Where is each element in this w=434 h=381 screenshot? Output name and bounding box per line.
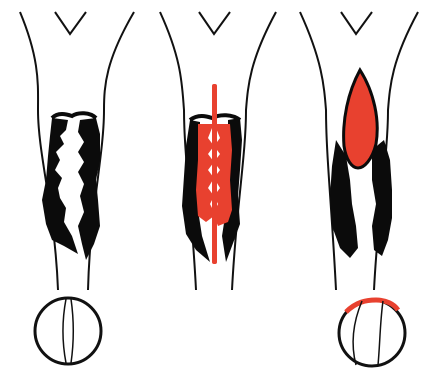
excision-ellipse [344,70,378,168]
v-notch-middle [199,12,230,34]
dark-tissue-left [42,118,78,254]
outline-left-outer-right [300,12,336,290]
top-ridge-left [52,113,96,118]
circle-line-right-a [353,301,362,365]
panel-middle [160,12,276,290]
v-notch-left [55,12,86,34]
v-notch-right [341,12,372,34]
panel-right [300,12,418,290]
circle-line-right-b [378,301,383,365]
circle-outline-left [35,298,101,364]
circle-view-left [35,298,101,364]
circle-line-left-b [71,299,73,363]
incision-line [212,84,217,264]
circle-view-right [339,300,405,366]
dark-tissue-right [78,118,100,260]
dark-tissue-right-right [372,140,392,256]
panel-left [20,12,134,290]
circle-line-left-a [63,299,66,363]
